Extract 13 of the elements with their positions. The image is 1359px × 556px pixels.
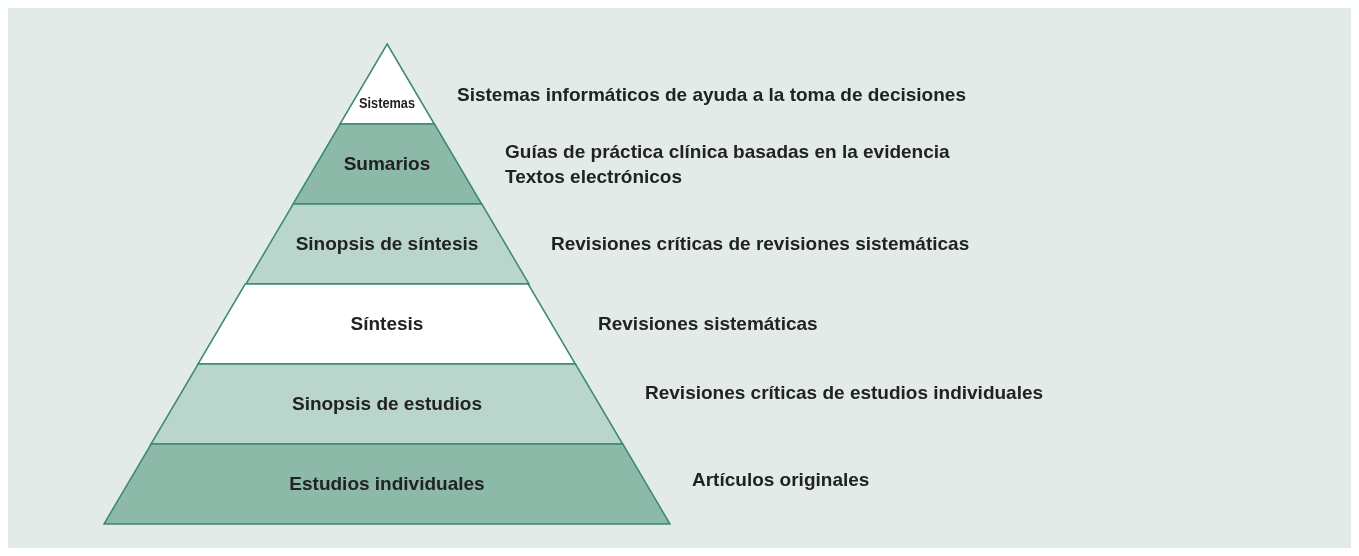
description-text: Sistemas informáticos de ayuda a la toma de decisiones [457,84,966,106]
description-text: Revisiones sistemáticas [598,313,818,335]
tier-label: Sinopsis de estudios [291,393,482,415]
tier-label: Sinopsis de síntesis [295,233,479,255]
tier-label: Estudios individuales [289,473,485,495]
tier-label: Sumarios [343,153,431,175]
description-text: Revisiones críticas de revisiones sistemáticas [551,233,970,255]
tier-label: Sistemas [359,93,415,111]
description-text: Guías de práctica clínica basadas en la evidencia [505,141,950,163]
tier-label: Síntesis [350,313,424,335]
description-text: Artículos originales [692,469,870,491]
description-text: Revisiones críticas de estudios individuales [645,382,1044,404]
description-text: Textos electrónicos [505,166,683,188]
